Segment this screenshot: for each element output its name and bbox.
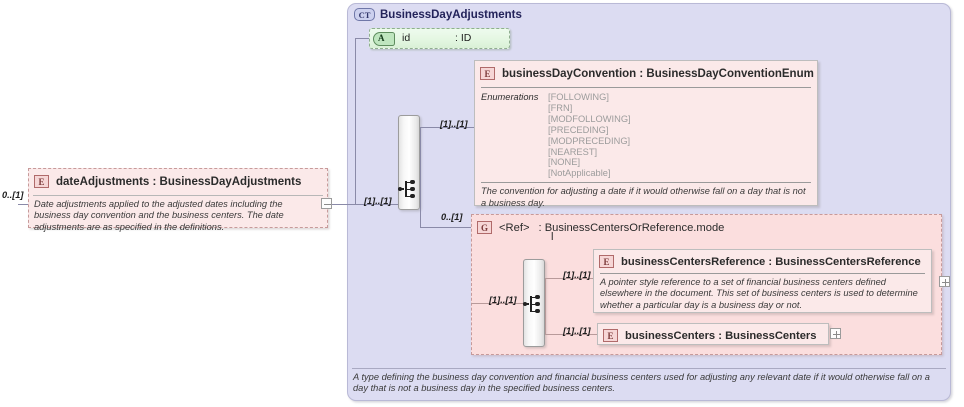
ct-badge-icon: CT (354, 8, 375, 22)
cardinality-compositor-in: [1]..[1] (364, 196, 392, 206)
ref-type: : BusinessCentersOrReference.mode (538, 221, 725, 234)
connector-to-bdc (420, 127, 474, 128)
connector-to-bc (545, 334, 597, 335)
attribute-badge-icon: A (373, 32, 395, 46)
ref-label: <Ref> (499, 221, 530, 234)
element-badge-icon: E (599, 255, 614, 269)
cardinality-bdc: [1]..[1] (440, 119, 468, 129)
ref-type-line2: l (551, 231, 554, 243)
date-adjustments-documentation: Date adjustments applied to the adjusted… (34, 199, 284, 232)
divider (481, 87, 811, 88)
enumerations-label: Enumerations (481, 92, 539, 102)
enumeration-list: [FOLLOWING] [FRN] [MODFOLLOWING] [PRECED… (548, 92, 811, 179)
divider (33, 195, 323, 196)
cardinality-date-adjustments: 0..[1] (2, 190, 24, 200)
connector-to-refgroup (420, 227, 471, 228)
connector-to-compositor (355, 204, 398, 205)
sequence-compositor-icon (523, 293, 545, 315)
enum-item: [FRN] (548, 102, 573, 113)
bcr-title: businessCentersReference : BusinessCente… (621, 255, 921, 268)
connector-branch-spine-4 (545, 303, 546, 334)
cardinality-refgroup: 0..[1] (441, 212, 463, 222)
enum-item: [MODFOLLOWING] (548, 113, 631, 124)
cardinality-bcr: [1]..[1] (563, 270, 591, 280)
complex-type-documentation: A type defining the business day convent… (353, 372, 930, 394)
divider (600, 273, 925, 274)
ref-group-header: G <Ref> : BusinessCentersOrReference.mode (477, 219, 724, 237)
cardinality-bc: [1]..[1] (563, 326, 591, 336)
bdc-documentation: The convention for adjusting a date if i… (481, 186, 806, 208)
collapse-date-adjustments-button[interactable] (321, 198, 332, 209)
attribute-type: : ID (455, 32, 472, 44)
compositor-bar-1[interactable] (398, 115, 420, 210)
connector-to-attribute (355, 38, 369, 39)
attribute-id-box[interactable]: A id : ID (369, 28, 510, 49)
connector-branch-spine-3 (545, 278, 546, 303)
enum-item: [NotApplicable] (548, 168, 611, 179)
cardinality-compositor-2-in: [1]..[1] (489, 295, 517, 305)
enum-item: [MODPRECEDING] (548, 135, 631, 146)
expand-bcr-button[interactable] (939, 276, 950, 287)
connector-left-stub (18, 204, 28, 205)
enum-item: [NONE] (548, 157, 581, 168)
bc-title: businessCenters : BusinessCenters (625, 329, 817, 342)
connector-element-to-ct (329, 204, 355, 205)
connector-into-compositor-2 (471, 303, 523, 304)
attribute-name: id (402, 32, 411, 44)
enum-item: [PRECEDING] (548, 124, 609, 135)
connector-to-bcr (545, 278, 593, 279)
sequence-compositor-icon (398, 178, 420, 200)
bdc-enumerations: Enumerations [FOLLOWING] [FRN] [MODFOLLO… (475, 88, 817, 179)
complex-type-header: CT BusinessDayAdjustments (354, 6, 522, 24)
date-adjustments-title: dateAdjustments : BusinessDayAdjustments (56, 175, 302, 188)
connector-branch-spine-1 (420, 127, 421, 204)
element-badge-icon: E (480, 67, 495, 81)
element-badge-icon: E (34, 175, 49, 189)
divider (352, 368, 946, 369)
connector-ct-spine (355, 38, 356, 204)
divider (481, 182, 811, 184)
expand-bc-button[interactable] (830, 328, 841, 339)
bcr-documentation: A pointer style reference to a set of fi… (600, 277, 918, 310)
connector-branch-spine-2 (420, 204, 421, 227)
bdc-title: businessDayConvention : BusinessDayConve… (502, 67, 814, 80)
compositor-bar-2[interactable] (523, 259, 545, 347)
group-badge-icon: G (477, 221, 492, 235)
element-badge-icon: E (603, 329, 618, 343)
enum-item: [NEAREST] (548, 146, 598, 157)
enum-item: [FOLLOWING] (548, 92, 609, 102)
complex-type-name: BusinessDayAdjustments (380, 8, 522, 21)
